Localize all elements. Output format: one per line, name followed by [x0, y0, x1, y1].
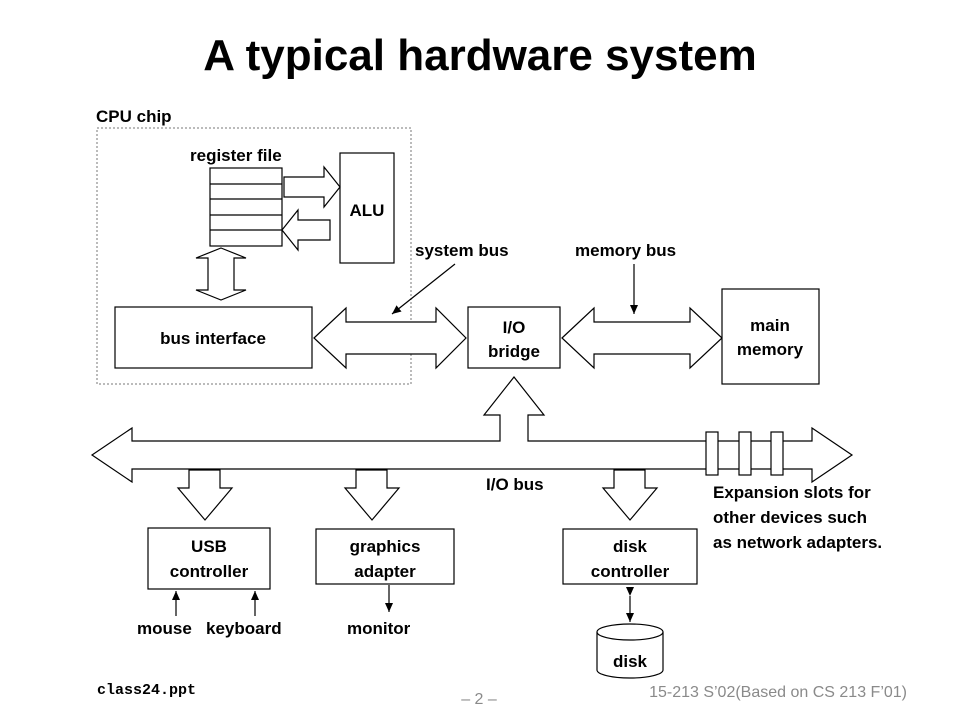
- io-bridge-box: [467, 306, 561, 369]
- expansion-slot: [705, 431, 719, 476]
- alu-label: ALU: [350, 201, 385, 220]
- alu-to-register-arrow: [281, 208, 331, 252]
- alu-box: [339, 152, 395, 264]
- io-bus: [90, 376, 854, 484]
- bus-interface-label: bus interface: [160, 329, 266, 348]
- cpu-chip-boundary: [96, 127, 412, 385]
- system-bus-arrow: [313, 306, 467, 370]
- footer-page: – 2 –: [461, 691, 497, 708]
- footer-course: 15-213 S’02(Based on CS 213 F’01): [649, 684, 907, 701]
- footer-file: class24.ppt: [97, 682, 196, 699]
- io-bridge-label-line1: I/O: [503, 318, 526, 337]
- disk-controller-bus-arrow: [601, 469, 659, 521]
- register-file-label: register file: [190, 146, 282, 165]
- main-memory-label-line1: main: [750, 316, 790, 335]
- expansion-note-line3: as network adapters.: [713, 533, 882, 552]
- cpu-chip-label: CPU chip: [96, 107, 172, 126]
- register-bus-interface-arrow: [195, 247, 247, 301]
- graphics-bus-arrow: [343, 469, 401, 521]
- disk-cylinder: [596, 623, 664, 679]
- expansion-note-line2: other devices such: [713, 508, 867, 527]
- io-bus-label: I/O bus: [486, 475, 544, 494]
- expansion-slot: [738, 431, 752, 476]
- expansion-note-line1: Expansion slots for: [713, 483, 871, 502]
- usb-controller-box: [147, 527, 271, 590]
- mouse-label: mouse: [137, 619, 192, 638]
- graphics-adapter-label-line2: adapter: [354, 562, 416, 581]
- memory-bus-label: memory bus: [575, 241, 676, 260]
- expansion-slots: [705, 431, 784, 476]
- usb-controller-label-line2: controller: [170, 562, 249, 581]
- memory-bus-arrow: [561, 306, 723, 370]
- system-bus-pointer: [391, 263, 456, 315]
- main-memory-box: [721, 288, 820, 385]
- page-title: A typical hardware system: [203, 31, 757, 80]
- io-bridge-label-line2: bridge: [488, 342, 540, 361]
- disk-controller-label-line2: controller: [591, 562, 670, 581]
- expansion-slot: [770, 431, 784, 476]
- system-bus-label: system bus: [415, 241, 509, 260]
- monitor-label: monitor: [347, 619, 411, 638]
- keyboard-label: keyboard: [206, 619, 282, 638]
- register-file: [209, 167, 283, 247]
- graphics-adapter-box: [315, 528, 455, 585]
- bus-interface-box: [114, 306, 313, 369]
- main-memory-label-line2: memory: [737, 340, 804, 359]
- disk-controller-box: [562, 528, 698, 585]
- disk-controller-label-line1: disk: [613, 537, 648, 556]
- graphics-adapter-label-line1: graphics: [350, 537, 421, 556]
- disk-label: disk: [613, 652, 648, 671]
- register-to-alu-arrow: [283, 165, 341, 209]
- usb-controller-label-line1: USB: [191, 537, 227, 556]
- usb-bus-arrow: [176, 469, 234, 521]
